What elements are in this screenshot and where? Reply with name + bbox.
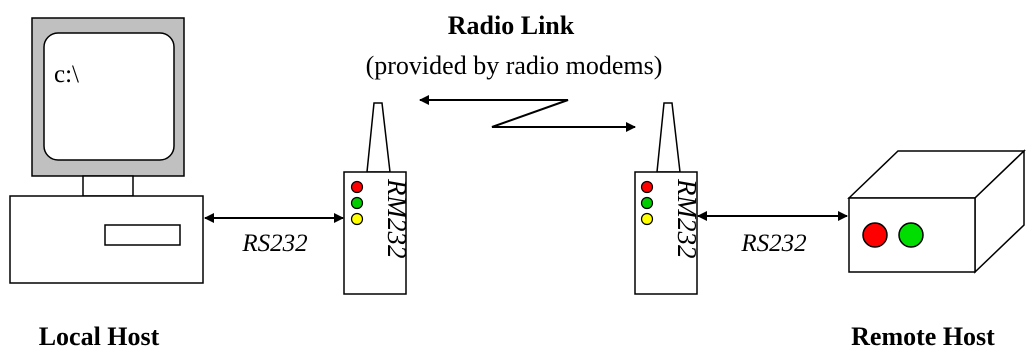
remote-host-led-green [898, 222, 924, 248]
monitor-stand [82, 175, 134, 197]
remote-host-led-red [862, 222, 888, 248]
disk-drive-slot [104, 224, 181, 246]
computer-case-icon [9, 195, 204, 284]
monitor-icon: c:\ [31, 17, 185, 197]
antenna-icon [656, 102, 681, 173]
modem-right-body [634, 171, 698, 295]
modem-left-label: RM232 [382, 178, 412, 258]
antenna-icon [366, 102, 391, 173]
modem-right: RM232 [634, 102, 702, 295]
modem-right-led-green [640, 196, 654, 210]
modem-right-led-red [640, 180, 654, 194]
modem-left-led-red [350, 180, 364, 194]
radio-link-arrow [419, 95, 636, 132]
diagram-subtitle: (provided by radio modems) [366, 51, 663, 80]
modem-right-led-yellow [640, 212, 654, 226]
modem-left: RM232 [343, 102, 412, 295]
remote-host-label: Remote Host [851, 322, 995, 351]
rs232-link-right-label: RS232 [740, 230, 806, 257]
local-host-computer: c:\ [9, 17, 204, 284]
monitor-screen [43, 32, 175, 161]
diagram-title: Radio Link [448, 11, 575, 40]
rs232-link-left-label: RS232 [241, 230, 307, 257]
modem-left-led-yellow [350, 212, 364, 226]
local-host-label: Local Host [39, 322, 160, 351]
remote-host-box [847, 149, 1026, 274]
monitor-screen-text: c:\ [54, 61, 79, 88]
modem-left-led-green [350, 196, 364, 210]
modem-right-label: RM232 [672, 178, 702, 258]
